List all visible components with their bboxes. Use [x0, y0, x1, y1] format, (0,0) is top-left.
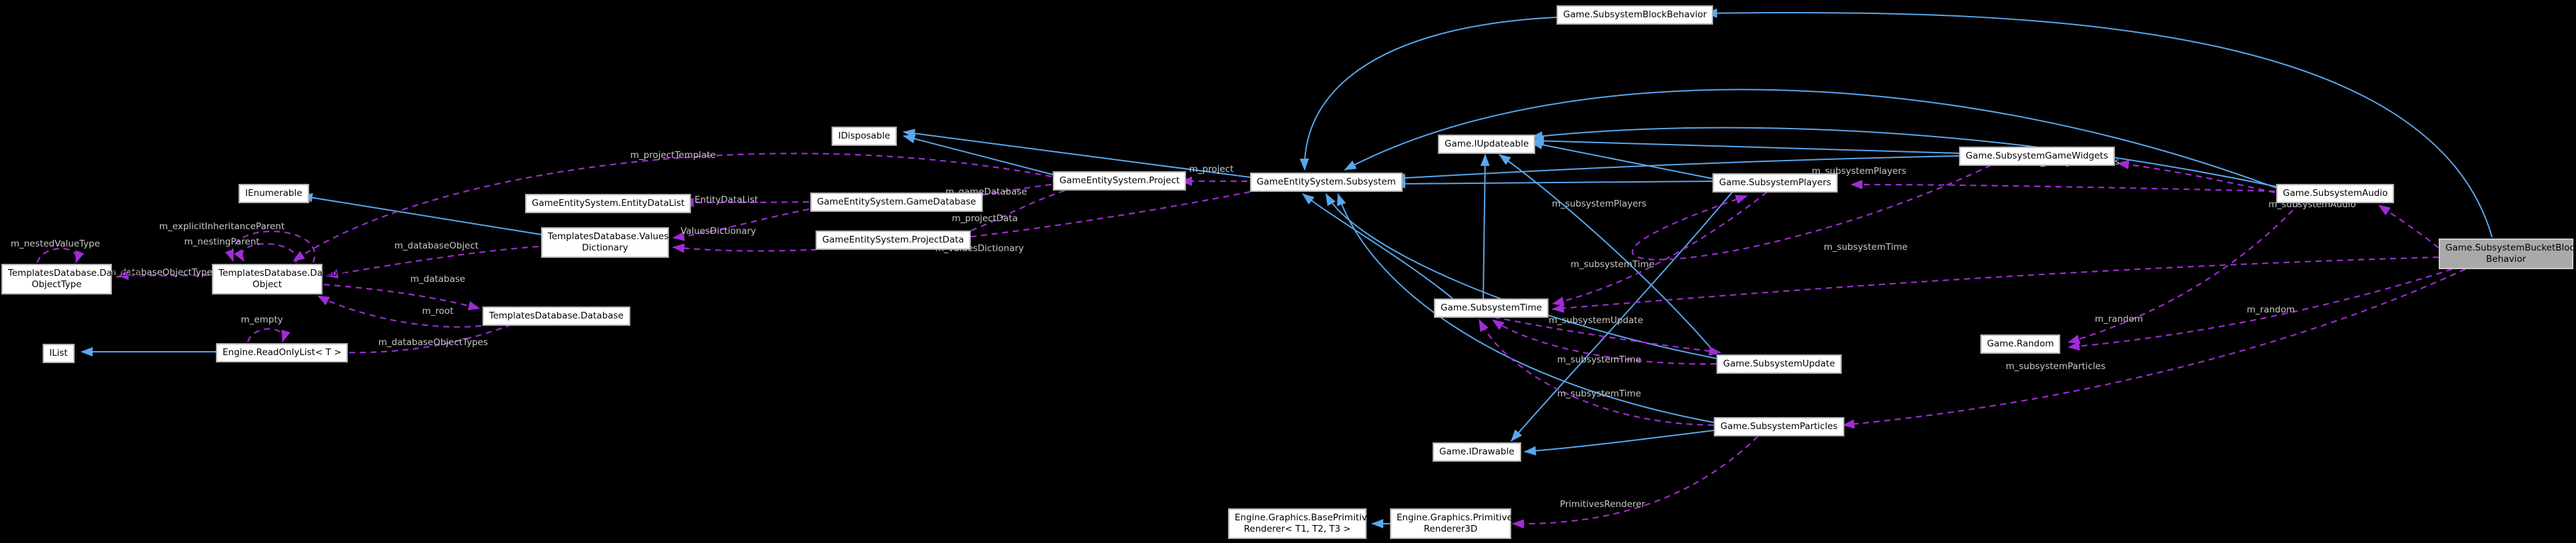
edge-usage-m-subsystemparticles	[1842, 269, 2466, 429]
edge-label-valuesdictionary: ValuesDictionary	[680, 226, 756, 237]
edge-inherit-gamewidgets-iupdateable	[1532, 136, 1960, 154]
edge-inherit-players-subsystem	[1393, 179, 1713, 189]
edge-usage-m-subsystemupdate	[1493, 316, 1721, 356]
edge-inherit-valuesdictionary-ienumerable	[301, 193, 542, 235]
edge-label-m-nestedvaluetype: m_nestedValueType	[10, 239, 101, 249]
edge-usage-m-subsystemaudio	[2378, 205, 2439, 249]
node-gameentitysystem-project[interactable]: GameEntitySystem.Project	[1053, 171, 1187, 191]
edge-label-m-root: m_root	[422, 306, 454, 316]
edge-label-m-subsystemplayers-1: m_subsystemPlayers	[1552, 199, 1646, 209]
node-engine-readonlylist[interactable]: Engine.ReadOnlyList< T >	[216, 343, 348, 362]
edge-label-m-projecttemplate: m_projectTemplate	[630, 150, 716, 161]
node-engine-graphics-primitivesrenderer3d[interactable]: Engine.Graphics.Primitives Renderer3D	[1390, 508, 1517, 539]
edge-usage-m-subsystemtime-subject	[1552, 256, 2439, 313]
node-gameentitysystem-entitydatalist[interactable]: GameEntitySystem.EntityDataList	[525, 194, 692, 213]
edge-usage-entitydatalist	[682, 197, 810, 207]
edge-label-primitivesrenderer: PrimitivesRenderer	[1559, 499, 1646, 510]
edge-usage-m-root	[317, 295, 492, 328]
node-game-subsystemplayers[interactable]: Game.SubsystemPlayers	[1712, 173, 1838, 193]
node-gameentitysystem-subsystem[interactable]: GameEntitySystem.Subsystem	[1250, 173, 1403, 192]
node-game-subsystemparticles[interactable]: Game.SubsystemParticles	[1714, 417, 1844, 436]
edge-inherit-bucketblockbehavior-blockbehavior	[1705, 8, 2493, 238]
edge-inherit-particles-idrawable	[1524, 430, 1714, 456]
edge-usage-m-subsystemtime-particles	[1479, 319, 1714, 426]
node-engine-graphics-baseprimitivesrenderer[interactable]: Engine.Graphics.BasePrimitives Renderer<…	[1228, 508, 1377, 539]
node-gameentitysystem-projectdata[interactable]: GameEntitySystem.ProjectData	[816, 231, 971, 250]
edge-usage-m-explicitinheritanceparent	[225, 231, 316, 263]
edge-usage-m-nestedvaluetype	[36, 248, 85, 263]
edge-usage-m-empty	[247, 328, 291, 342]
edge-label-m-random-2: m_random	[2246, 304, 2295, 315]
edge-usage-primitivesrenderer	[1512, 436, 1758, 529]
node-templatesdatabase-databaseobject[interactable]: TemplatesDatabase.Database Object	[212, 264, 353, 294]
edge-label-m-explicitinheritanceparent: m_explicitInheritanceParent	[159, 221, 285, 232]
edge-usage-m-nestingparent	[234, 243, 297, 263]
edge-inherit-players-idrawable	[1511, 191, 1733, 442]
edge-label-m-subsystemtime-4: m_subsystemTime	[1557, 388, 1641, 399]
edge-label-m-subsystemupdate: m_subsystemUpdate	[1549, 315, 1643, 326]
node-templatesdatabase-databaseobjecttype[interactable]: TemplatesDatabase.Database ObjectType	[1, 264, 143, 294]
edge-inherit-blockbehavior-subsystem	[1299, 17, 1557, 171]
edge-label-m-subsystemtime-1: m_subsystemTime	[1571, 259, 1654, 270]
edge-inherit-audio-iupdateable	[1531, 127, 2277, 187]
edge-label-entitydatalist: EntityDataList	[694, 195, 758, 205]
edge-inherit-time-iupdateable	[1480, 154, 1490, 299]
edge-label-m-databaseobjecttypes: m_databaseObjectTypes	[378, 337, 488, 348]
edge-label-m-empty: m_empty	[241, 314, 283, 325]
edge-usage-m-random-subject	[2068, 268, 2453, 351]
edge-usage-m-subsystemviews	[2117, 160, 2275, 194]
node-game-idrawable[interactable]: Game.IDrawable	[1433, 442, 1521, 462]
edge-inherit-time-subsystem	[1302, 193, 1453, 299]
edge-inherit-players-iupdateable	[1531, 140, 1713, 179]
edge-inherit-subsystem-idisposable	[903, 129, 1251, 178]
edge-usage-m-database	[323, 283, 480, 310]
node-templatesdatabase-database[interactable]: TemplatesDatabase.Database	[482, 306, 630, 326]
edge-inherit-update-iupdateable	[1499, 154, 1717, 355]
node-game-subsystembucketblockbehavior: Game.SubsystemBucketBlock Behavior	[2439, 239, 2576, 269]
node-gameentitysystem-gamedatabase[interactable]: GameEntitySystem.GameDatabase	[810, 193, 983, 212]
edge-label-m-databaseobjecttype: m_databaseObjectType	[107, 267, 213, 278]
edge-usage-valuesdictionary	[672, 208, 810, 241]
edge-inherit-particles-subsystem	[1337, 193, 1714, 423]
edge-label-m-nestingparent: m_nestingParent	[184, 237, 260, 247]
node-game-subsystemupdate[interactable]: Game.SubsystemUpdate	[1716, 354, 1842, 374]
edge-label-m-random-1: m_random	[2094, 314, 2144, 324]
edge-label-m-database: m_database	[410, 274, 466, 284]
edge-inherit-update-subsystem	[1325, 193, 1717, 359]
node-game-iupdateable[interactable]: Game.IUpdateable	[1438, 135, 1536, 154]
node-game-subsystemtime[interactable]: Game.SubsystemTime	[1434, 298, 1549, 318]
edge-label-m-subsystemtime-2: m_subsystemTime	[1824, 242, 1908, 253]
node-idisposable[interactable]: IDisposable	[832, 127, 897, 146]
edge-inherit-gamewidgets-subsystem	[1393, 155, 1960, 183]
edge-label-m-databaseobject: m_databaseObject	[394, 241, 479, 251]
node-game-subsystemblockbehavior[interactable]: Game.SubsystemBlockBehavior	[1557, 5, 1714, 25]
edge-usage-m-random-audio	[2068, 202, 2301, 344]
edge-label-m-subsystemparticles: m_subsystemParticles	[2006, 361, 2106, 372]
node-game-random[interactable]: Game.Random	[1980, 334, 2061, 354]
edge-label-m-subsystemtime-3: m_subsystemTime	[1557, 354, 1641, 365]
edge-label-m-project: m_project	[1189, 164, 1234, 175]
edge-inherit-audio-subsystem	[1344, 89, 2277, 189]
node-game-subsystemaudio[interactable]: Game.SubsystemAudio	[2276, 184, 2395, 203]
node-ienumerable[interactable]: IEnumerable	[239, 184, 309, 203]
node-ilist[interactable]: IList	[43, 344, 75, 363]
node-game-subsystemgamewidgets[interactable]: Game.SubsystemGameWidgets	[1959, 147, 2115, 166]
edge-label-m-projectdata: m_projectData	[952, 213, 1018, 224]
edge-usage-m-subsystemplayers-widgets	[1631, 165, 1992, 261]
edge-inherit-project-idisposable	[903, 134, 1053, 175]
node-templatesdatabase-valuesdictionary[interactable]: TemplatesDatabase.Values Dictionary	[541, 227, 669, 258]
edge-usage-m-projecttemplate	[293, 153, 1052, 262]
edge-usage-m-subsystemtime-update	[1492, 319, 1717, 365]
edge-usage-m-subsystemtime-players	[1552, 191, 1768, 306]
edge-usage-m-databaseobjecttype	[117, 271, 210, 280]
edge-usage-m-subsystemplayers-audio	[1850, 180, 2275, 193]
